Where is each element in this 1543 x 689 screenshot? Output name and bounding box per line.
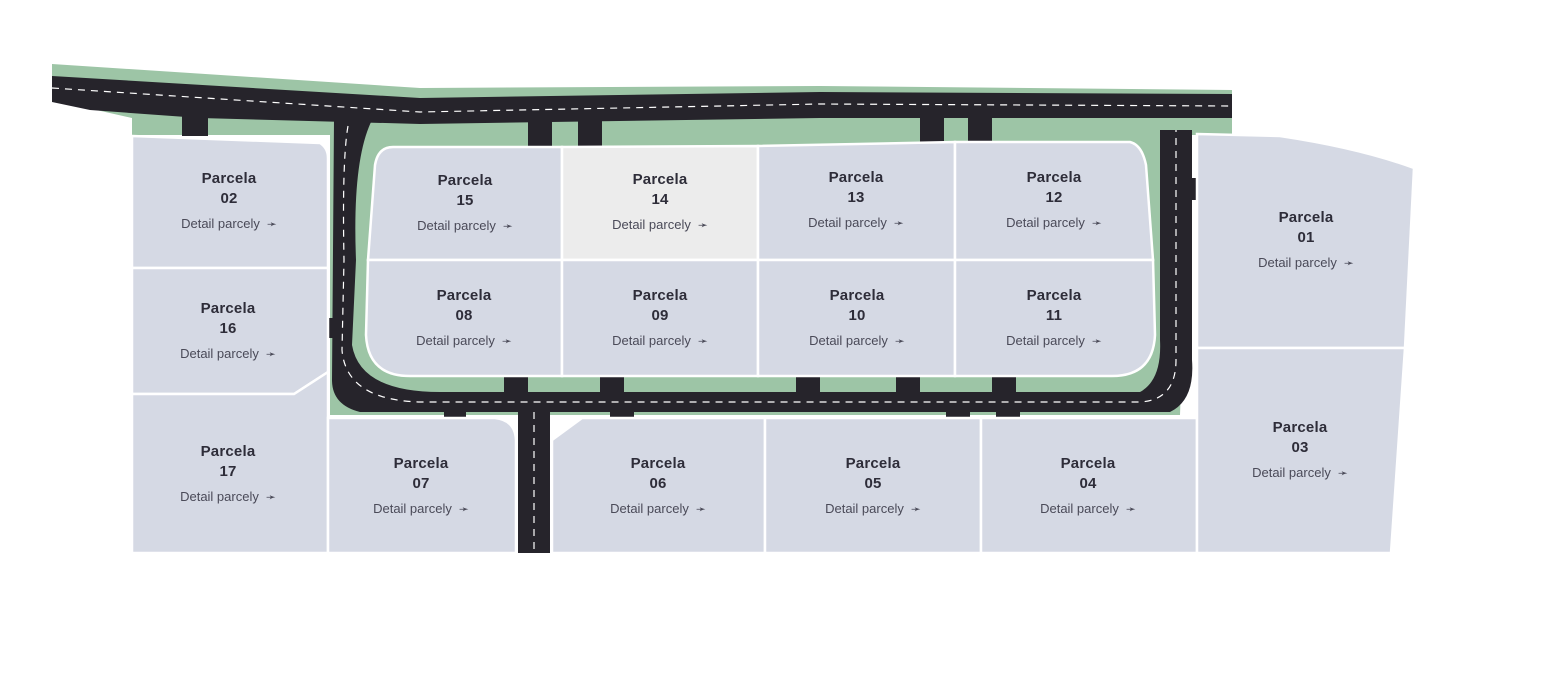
parcel-detail-label: Detail parcely: [1006, 333, 1085, 348]
parcel-detail-label: Detail parcely: [612, 217, 691, 232]
long-arrow-right-icon: ➛: [697, 218, 708, 232]
long-arrow-right-icon: ➛: [894, 334, 905, 348]
parcel-detail-label: Detail parcely: [1252, 465, 1331, 480]
parcel-05-shape[interactable]: [763, 416, 983, 555]
long-arrow-right-icon: ➛: [266, 217, 277, 231]
parcel-detail-link[interactable]: Detail parcely ➛: [1040, 501, 1136, 517]
long-arrow-right-icon: ➛: [265, 490, 276, 504]
parcel-detail-label: Detail parcely: [610, 501, 689, 516]
long-arrow-right-icon: ➛: [1091, 334, 1102, 348]
parcel-detail-link[interactable]: Detail parcely ➛: [373, 501, 469, 517]
parcel-14-shape[interactable]: [560, 144, 760, 262]
parcel-03-shape[interactable]: [1195, 346, 1407, 555]
parcel-02-shape[interactable]: [130, 134, 330, 270]
parcel-detail-label: Detail parcely: [373, 501, 452, 516]
long-arrow-right-icon: ➛: [893, 216, 904, 230]
parcel-detail-label: Detail parcely: [1258, 255, 1337, 270]
long-arrow-right-icon: ➛: [695, 502, 706, 516]
long-arrow-right-icon: ➛: [697, 334, 708, 348]
parcel-15-shape[interactable]: [366, 145, 564, 262]
parcel-01-shape[interactable]: [1195, 132, 1416, 350]
parcel-detail-link[interactable]: Detail parcely ➛: [808, 215, 904, 231]
parcel-detail-label: Detail parcely: [417, 218, 496, 233]
long-arrow-right-icon: ➛: [1125, 502, 1136, 516]
parcel-detail-label: Detail parcely: [825, 501, 904, 516]
parcel-detail-label: Detail parcely: [180, 489, 259, 504]
parcel-11-shape[interactable]: [953, 258, 1157, 378]
parcel-17-shape[interactable]: [130, 369, 330, 555]
parcel-detail-link[interactable]: Detail parcely ➛: [416, 333, 512, 349]
parcel-detail-link[interactable]: Detail parcely ➛: [825, 501, 921, 517]
lane-markings: [51, 87, 1233, 553]
parcel-detail-link[interactable]: Detail parcely ➛: [181, 216, 277, 232]
parcel-detail-link[interactable]: Detail parcely ➛: [809, 333, 905, 349]
long-arrow-right-icon: ➛: [502, 219, 513, 233]
parcel-08-shape[interactable]: [364, 258, 564, 378]
parcel-13-shape[interactable]: [756, 140, 957, 262]
parcel-09-shape[interactable]: [560, 258, 760, 378]
parcel-06-shape[interactable]: [550, 416, 767, 555]
parcel-16-shape[interactable]: [130, 266, 330, 396]
long-arrow-right-icon: ➛: [501, 334, 512, 348]
parcel-detail-link[interactable]: Detail parcely ➛: [180, 346, 276, 362]
parcel-detail-label: Detail parcely: [1040, 501, 1119, 516]
parcel-detail-link[interactable]: Detail parcely ➛: [612, 217, 708, 233]
parcel-detail-label: Detail parcely: [809, 333, 888, 348]
parcel-detail-link[interactable]: Detail parcely ➛: [1006, 215, 1102, 231]
parcels: [130, 132, 1416, 555]
parcel-detail-link[interactable]: Detail parcely ➛: [1258, 255, 1354, 271]
parcel-detail-label: Detail parcely: [808, 215, 887, 230]
parcel-12-shape[interactable]: [953, 140, 1155, 262]
parcel-04-shape[interactable]: [979, 416, 1199, 555]
parcel-detail-link[interactable]: Detail parcely ➛: [180, 489, 276, 505]
parcel-detail-label: Detail parcely: [612, 333, 691, 348]
long-arrow-right-icon: ➛: [458, 502, 469, 516]
parcel-detail-link[interactable]: Detail parcely ➛: [417, 218, 513, 234]
parcel-detail-link[interactable]: Detail parcely ➛: [610, 501, 706, 517]
parcel-detail-label: Detail parcely: [416, 333, 495, 348]
parcel-07-shape[interactable]: [326, 416, 518, 555]
long-arrow-right-icon: ➛: [1337, 466, 1348, 480]
parcel-detail-label: Detail parcely: [180, 346, 259, 361]
parcel-detail-link[interactable]: Detail parcely ➛: [612, 333, 708, 349]
long-arrow-right-icon: ➛: [265, 347, 276, 361]
long-arrow-right-icon: ➛: [1091, 216, 1102, 230]
long-arrow-right-icon: ➛: [1343, 256, 1354, 270]
parcel-detail-label: Detail parcely: [181, 216, 260, 231]
parcel-detail-label: Detail parcely: [1006, 215, 1085, 230]
long-arrow-right-icon: ➛: [910, 502, 921, 516]
parcel-10-shape[interactable]: [756, 258, 957, 378]
parcel-detail-link[interactable]: Detail parcely ➛: [1252, 465, 1348, 481]
parcel-detail-link[interactable]: Detail parcely ➛: [1006, 333, 1102, 349]
